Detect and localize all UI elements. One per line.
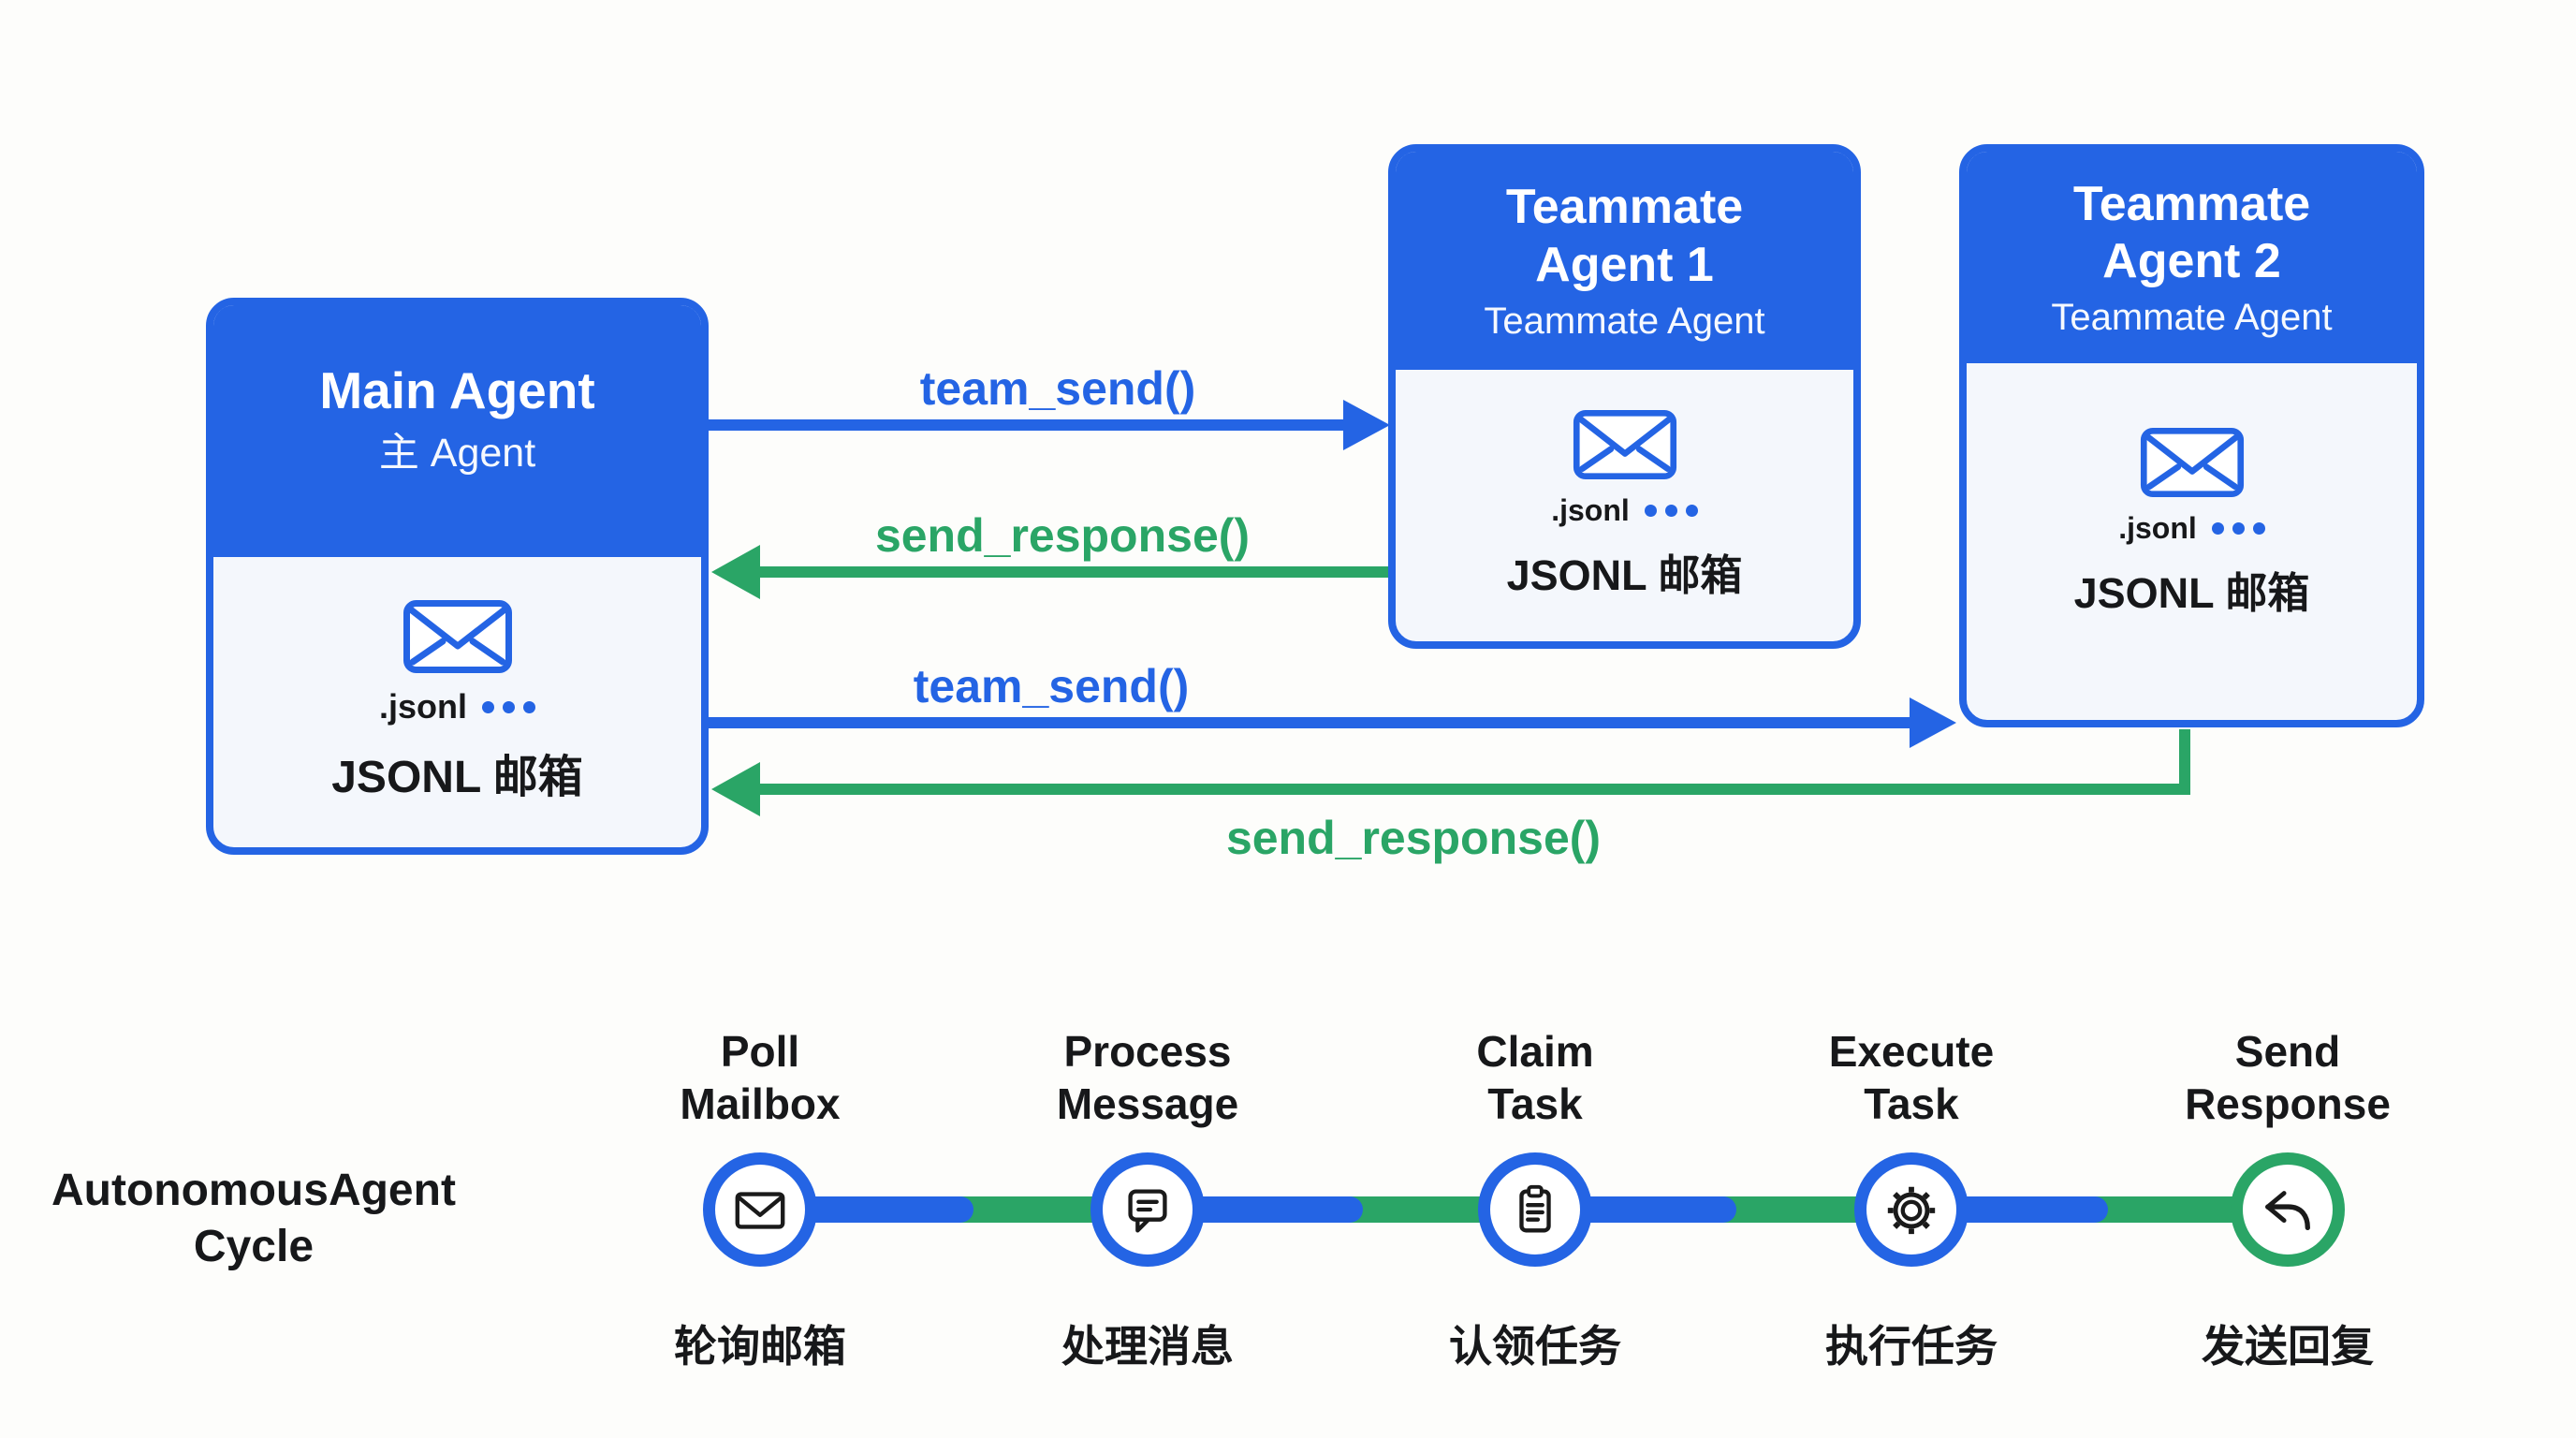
- step-zh-execute-task: 执行任务: [1825, 1322, 1998, 1371]
- gear-icon: [1887, 1186, 1936, 1235]
- teammate-agent-1-body: .jsonl JSONL 邮箱: [1396, 370, 1853, 641]
- chat-bubble-icon: [1128, 1189, 1167, 1233]
- teammate-2-mailbox-label: JSONL 邮箱: [2073, 568, 2310, 617]
- jsonl-file-label: .jsonl: [378, 687, 467, 726]
- ellipsis-dots-icon: [482, 700, 535, 713]
- mailbox-envelope-icon: [2140, 427, 2244, 497]
- team-send-agent2-arrowhead-icon: [1910, 697, 1956, 748]
- teammate-agent-1-subtitle: Teammate Agent: [1484, 300, 1765, 342]
- step-title-send-response: Send Response: [2185, 1027, 2391, 1129]
- step-title-execute-task: Execute Task: [1828, 1027, 1995, 1129]
- teammate-1-mailbox-label: JSONL 邮箱: [1506, 551, 1743, 599]
- step-title-claim-task: Claim Task: [1476, 1027, 1594, 1129]
- main-agent-box: Main Agent 主 Agent .jsonl JSONL 邮箱: [206, 298, 709, 855]
- team-send-agent1-arrow-line: [709, 419, 1343, 431]
- teammate-agent-1-header: Teammate Agent 1 Teammate Agent: [1396, 152, 1853, 370]
- teammate-agent-2-box: Teammate Agent 2 Teammate Agent .jsonl J…: [1959, 144, 2424, 727]
- step-zh-poll-mailbox: 轮询邮箱: [674, 1322, 846, 1371]
- teammate-agent-1-title-line2: Agent 1: [1535, 237, 1714, 292]
- ellipsis-dots-icon: [2211, 521, 2265, 535]
- main-agent-body: .jsonl JSONL 邮箱: [213, 557, 701, 847]
- teammate-agent-2-title-line1: Teammate: [2072, 176, 2311, 231]
- reply-arrow-icon: [2265, 1191, 2310, 1231]
- main-agent-subtitle: 主 Agent: [378, 431, 536, 477]
- send-response-agent2-arrow-line: [760, 784, 2190, 795]
- ellipsis-dots-icon: [1644, 505, 1698, 517]
- send-response-agent1-arrow-line: [760, 566, 1388, 578]
- main-agent-header: Main Agent 主 Agent: [213, 305, 701, 557]
- clipboard-icon: [1519, 1184, 1551, 1233]
- step-circle-execute-task: [1854, 1152, 1969, 1267]
- mailbox-envelope-icon: [1573, 409, 1676, 480]
- team-send-agent1-arrowhead-icon: [1343, 400, 1390, 450]
- mailbox-envelope-icon: [402, 600, 512, 673]
- step-zh-claim-task: 认领任务: [1449, 1322, 1621, 1371]
- step-zh-process-message: 处理消息: [1061, 1322, 1234, 1371]
- step-circle-send-response: [2231, 1152, 2345, 1267]
- cycle-title-line2: Cycle: [193, 1222, 315, 1271]
- main-agent-title: Main Agent: [319, 361, 595, 420]
- send-response-agent1-label: send_response(): [874, 509, 1251, 562]
- teammate-agent-2-subtitle: Teammate Agent: [2051, 297, 2333, 339]
- step-circle-poll-mailbox: [703, 1152, 817, 1267]
- envelope-icon: [735, 1192, 785, 1229]
- step-title-process-message: Process Message: [1056, 1027, 1239, 1129]
- jsonl-file-label: .jsonl: [1551, 493, 1630, 527]
- send-response-agent2-arrowhead-icon: [711, 762, 760, 816]
- teammate-agent-2-body: .jsonl JSONL 邮箱: [1967, 363, 2417, 720]
- jsonl-file-label: .jsonl: [2118, 510, 2197, 545]
- teammate-agent-2-header: Teammate Agent 2 Teammate Agent: [1967, 152, 2417, 363]
- jsonl-file-row: .jsonl: [1551, 493, 1698, 528]
- send-response-agent1-arrowhead-icon: [711, 545, 760, 599]
- send-response-agent2-label: send_response(): [1225, 812, 1602, 864]
- team-send-agent2-label: team_send(): [913, 660, 1190, 712]
- step-circle-process-message: [1090, 1152, 1205, 1267]
- teammate-agent-2-title-line2: Agent 2: [2102, 234, 2281, 288]
- main-mailbox-label: JSONL 邮箱: [331, 753, 583, 802]
- cycle-title-line1: AutonomousAgent: [51, 1166, 456, 1215]
- step-circle-claim-task: [1478, 1152, 1592, 1267]
- jsonl-file-row: .jsonl: [2118, 511, 2265, 546]
- step-zh-send-response: 发送回复: [2202, 1322, 2374, 1371]
- teammate-agent-1-title-line1: Teammate: [1505, 180, 1744, 235]
- jsonl-file-row: .jsonl: [379, 687, 535, 726]
- team-send-agent2-arrow-line: [709, 717, 1910, 728]
- send-response-agent2-arrow-drop-line: [2179, 729, 2190, 795]
- step-title-poll-mailbox: Poll Mailbox: [680, 1027, 841, 1129]
- cycle-title: AutonomousAgent Cycle: [51, 1163, 456, 1275]
- teammate-agent-1-box: Teammate Agent 1 Teammate Agent .jsonl J…: [1388, 144, 1861, 649]
- team-send-agent1-label: team_send(): [919, 362, 1196, 415]
